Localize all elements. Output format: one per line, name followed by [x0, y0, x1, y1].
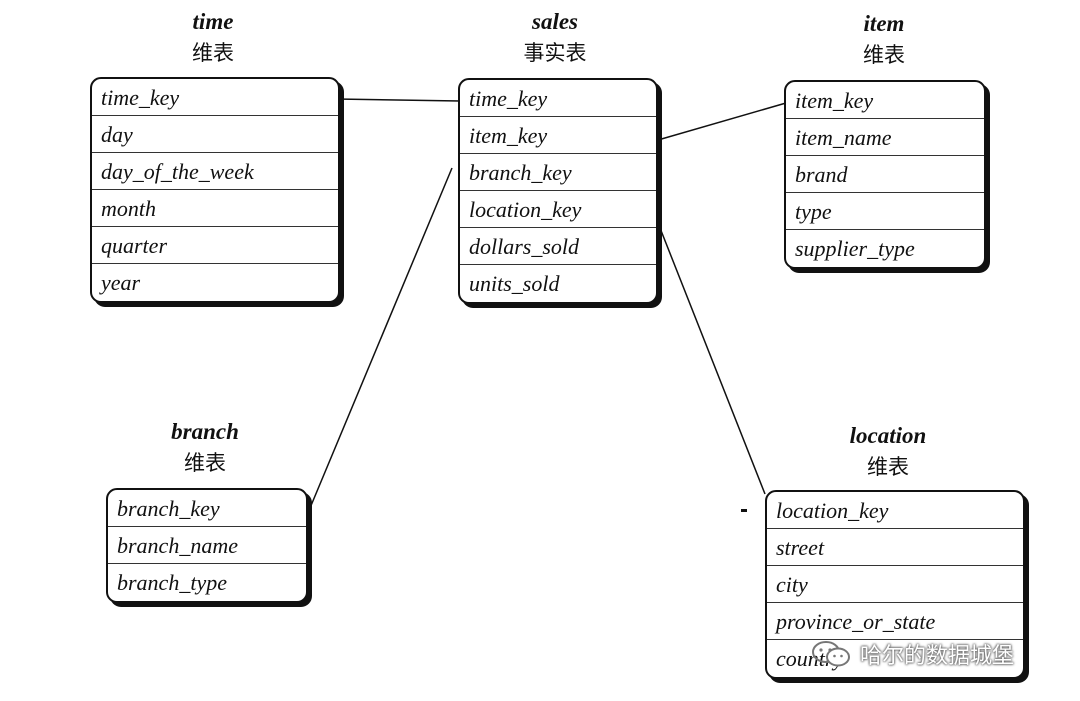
field-time-quarter: quarter — [92, 227, 338, 264]
field-location-province-or-state: province_or_state — [767, 603, 1023, 640]
field-item-item-key: item_key — [786, 82, 984, 119]
table-location: location_key street city province_or_sta… — [765, 490, 1025, 679]
table-title-sales: sales — [532, 9, 578, 34]
watermark-text: 哈尔的数据城堡 — [860, 644, 1015, 669]
table-item: item_key item_name brand type supplier_t… — [784, 80, 986, 269]
field-time-year: year — [101, 270, 141, 295]
field-item-type: type — [786, 193, 984, 230]
field-branch-branch-type: branch_type — [117, 570, 227, 595]
connector-sales-location — [659, 227, 766, 495]
field-sales-dollars-sold: dollars_sold — [460, 228, 656, 265]
table-time: time_key day day_of_the_week month quart… — [90, 77, 340, 303]
table-branch: branch_key branch_name branch_type — [106, 488, 308, 603]
table-title-branch: branch — [171, 419, 239, 444]
connector-sales-item — [657, 102, 787, 141]
field-sales-units-sold: units_sold — [469, 271, 560, 296]
field-time-time-key: time_key — [92, 79, 338, 116]
wechat-icon — [812, 641, 850, 667]
field-sales-item-key: item_key — [460, 117, 656, 154]
table-subtitle-location: 维表 — [867, 455, 909, 479]
field-sales-time-key: time_key — [460, 80, 656, 117]
field-branch-branch-key: branch_key — [108, 490, 306, 527]
table-subtitle-item: 维表 — [863, 43, 905, 67]
field-location-city: city — [767, 566, 1023, 603]
table-subtitle-sales: 事实表 — [523, 41, 587, 65]
connector-time-sales — [335, 98, 461, 102]
table-sales: time_key item_key branch_key location_ke… — [458, 78, 658, 304]
field-item-item-name: item_name — [786, 119, 984, 156]
field-time-day-of-the-week: day_of_the_week — [92, 153, 338, 190]
field-branch-branch-name: branch_name — [108, 527, 306, 564]
watermark: 哈尔的数据城堡 — [810, 638, 1014, 670]
field-item-supplier-type: supplier_type — [795, 236, 915, 261]
field-item-brand: brand — [786, 156, 984, 193]
field-location-location-key: location_key — [767, 492, 1023, 529]
field-location-street: street — [767, 529, 1023, 566]
table-subtitle-time: 维表 — [192, 41, 234, 65]
table-title-item: item — [863, 11, 905, 36]
table-title-time: time — [192, 9, 234, 34]
field-sales-location-key: location_key — [460, 191, 656, 228]
field-time-month: month — [92, 190, 338, 227]
field-time-day: day — [92, 116, 338, 153]
table-title-location: location — [849, 423, 927, 448]
scan-speck — [741, 509, 747, 512]
field-sales-branch-key: branch_key — [460, 154, 656, 191]
table-subtitle-branch: 维表 — [184, 451, 226, 475]
